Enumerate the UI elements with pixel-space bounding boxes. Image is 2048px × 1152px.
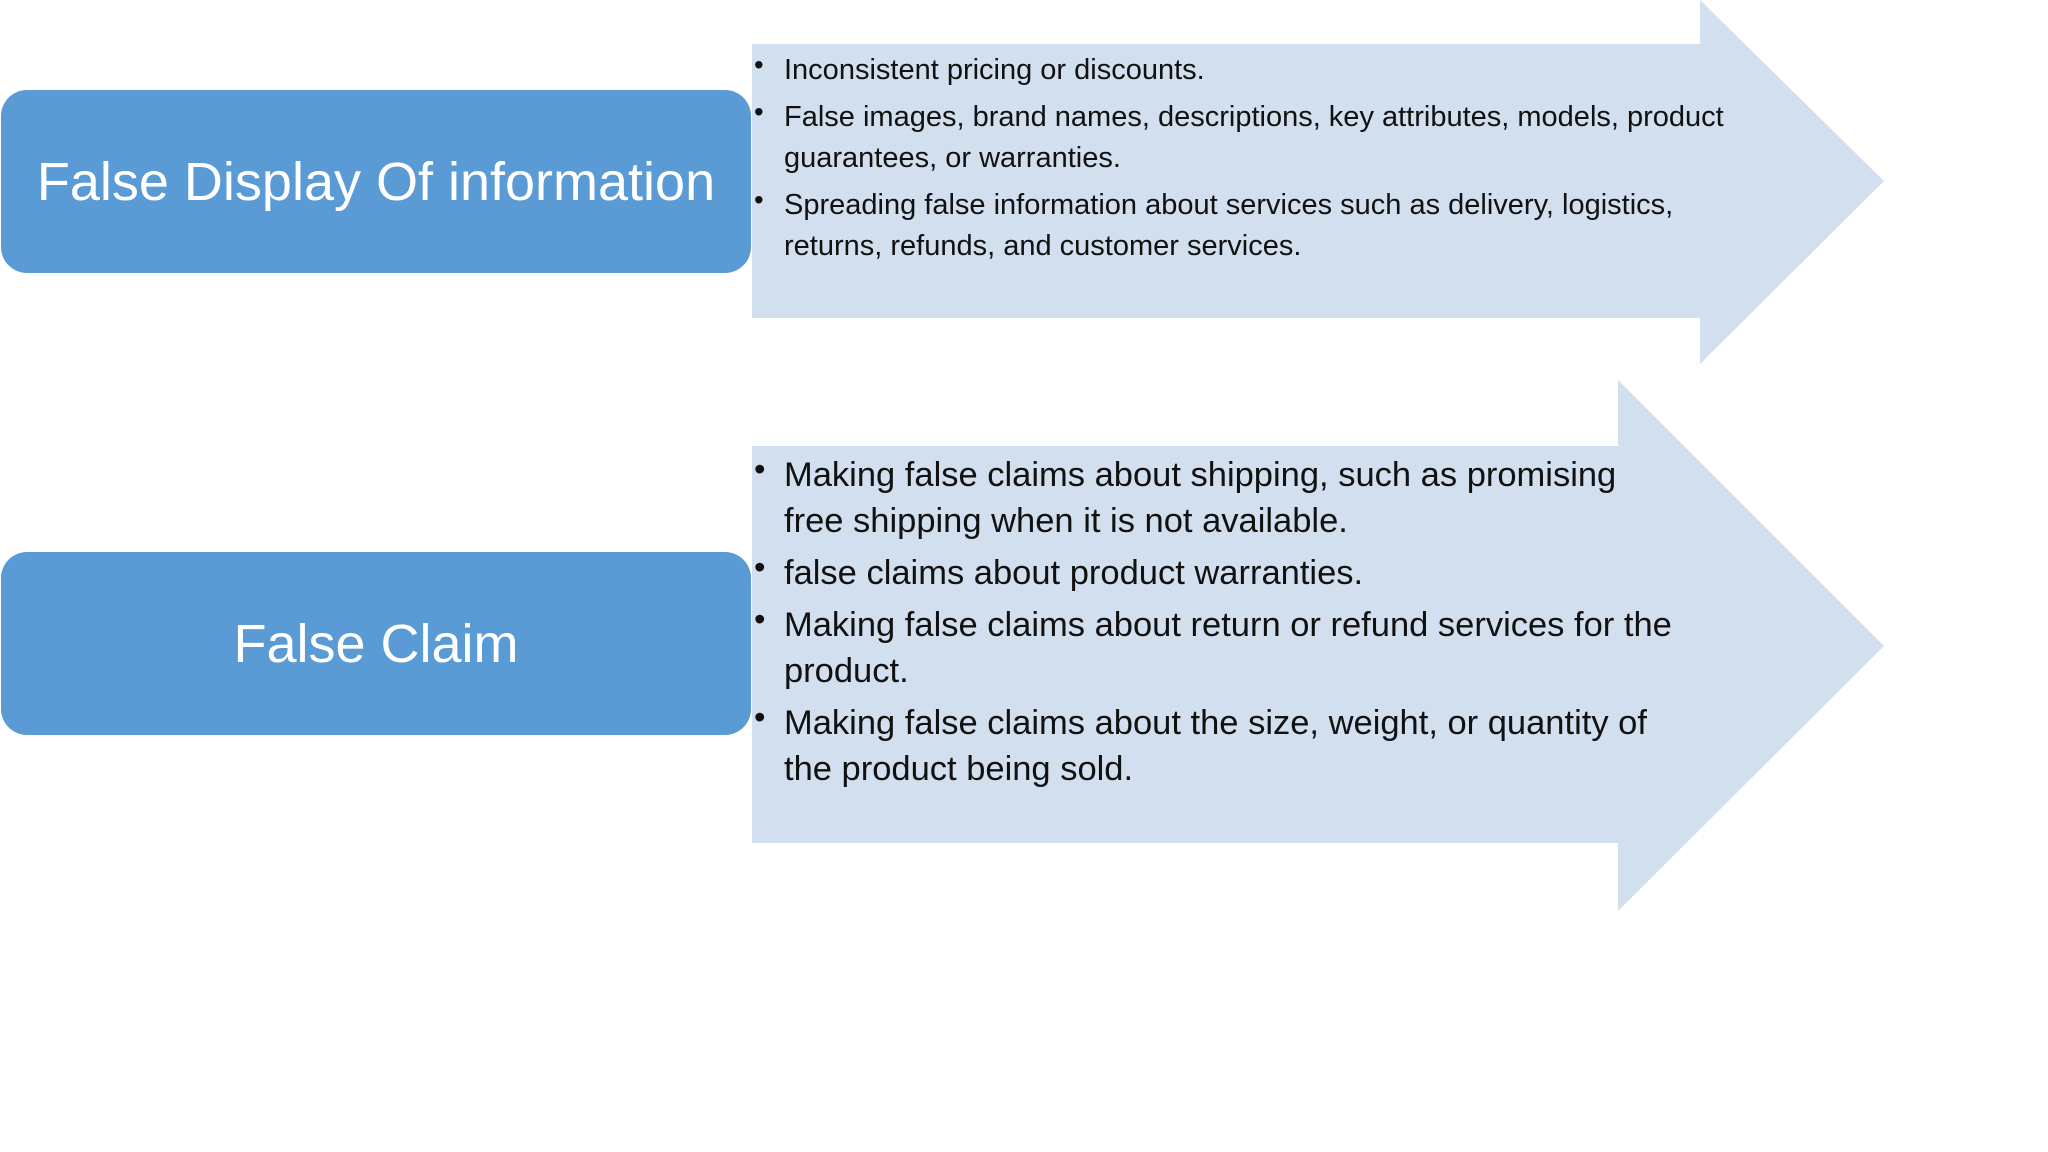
category-box-false-display: False Display Of information [1, 90, 751, 273]
bullet-list-false-display: Inconsistent pricing or discounts. False… [752, 44, 1752, 273]
category-label-false-display: False Display Of information [36, 151, 716, 212]
bullet-item: False images, brand names, descriptions,… [752, 91, 1752, 179]
bullet-item: Spreading false information about servic… [752, 179, 1752, 267]
category-label-false-claim: False Claim [233, 613, 519, 674]
arrow-shape-1 [752, 0, 1884, 364]
bullet-list-false-claim: Making false claims about shipping, such… [752, 446, 1672, 798]
bullet-item: Inconsistent pricing or discounts. [752, 44, 1752, 91]
bullet-item: Making false claims about return or refu… [752, 596, 1672, 694]
bullet-item: Making false claims about shipping, such… [752, 446, 1672, 544]
bullet-item: false claims about product warranties. [752, 544, 1672, 596]
category-box-false-claim: False Claim [1, 552, 751, 735]
bullet-item: Making false claims about the size, weig… [752, 694, 1672, 792]
